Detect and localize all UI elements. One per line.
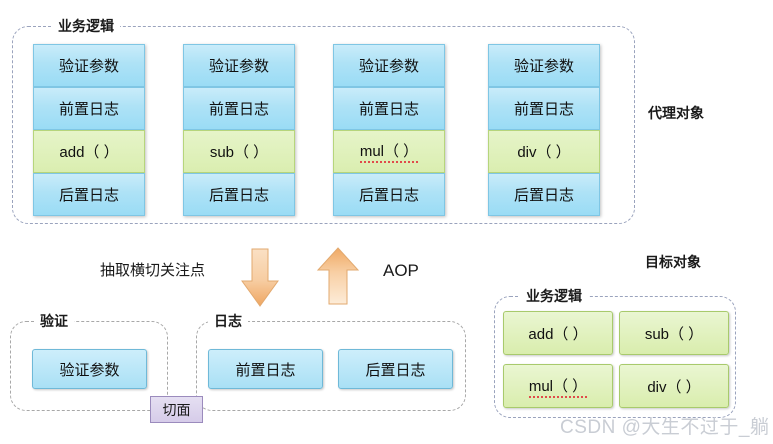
proxy-column-add: 验证参数 前置日志 add（ ） 后置日志 bbox=[33, 44, 145, 216]
cell-after-log: 后置日志 bbox=[488, 173, 600, 216]
proxy-object-title: 代理对象 bbox=[648, 105, 704, 121]
cell-after-log: 后置日志 bbox=[333, 173, 445, 216]
proxy-column-sub: 验证参数 前置日志 sub（ ） 后置日志 bbox=[183, 44, 295, 216]
aop-label: AOP bbox=[383, 261, 419, 280]
log-group-caption: 日志 bbox=[208, 313, 248, 329]
target-object-title: 目标对象 bbox=[645, 254, 701, 270]
cell-before-log: 前置日志 bbox=[333, 87, 445, 130]
arrow-down-icon bbox=[241, 248, 279, 307]
box-target-sub: sub（ ） bbox=[619, 311, 729, 355]
aspect-chip: 切面 bbox=[150, 396, 203, 423]
cell-method-sub: sub（ ） bbox=[183, 130, 295, 173]
target-object-group bbox=[494, 296, 736, 418]
extract-crosscutting-label: 抽取横切关注点 bbox=[100, 262, 206, 279]
box-target-mul-text: mul（ ） bbox=[528, 375, 588, 398]
cell-after-log: 后置日志 bbox=[183, 173, 295, 216]
box-target-div: div（ ） bbox=[619, 364, 729, 408]
cell-before-log: 前置日志 bbox=[33, 87, 145, 130]
csdn-watermark: CSDN @大生不过于_躺 bbox=[560, 417, 770, 438]
box-before-log: 前置日志 bbox=[208, 349, 323, 389]
validate-group bbox=[10, 321, 168, 411]
cell-method-add: add（ ） bbox=[33, 130, 145, 173]
cell-before-log: 前置日志 bbox=[183, 87, 295, 130]
arrow-up-icon bbox=[316, 247, 360, 305]
box-target-mul: mul（ ） bbox=[503, 364, 613, 408]
log-group bbox=[196, 321, 466, 411]
cell-before-log: 前置日志 bbox=[488, 87, 600, 130]
proxy-column-mul: 验证参数 前置日志 mul（ ） 后置日志 bbox=[333, 44, 445, 216]
cell-validate-params: 验证参数 bbox=[33, 44, 145, 87]
cell-validate-params: 验证参数 bbox=[333, 44, 445, 87]
proxy-group-caption: 业务逻辑 bbox=[52, 18, 120, 34]
box-target-add: add（ ） bbox=[503, 311, 613, 355]
cell-method-div: div（ ） bbox=[488, 130, 600, 173]
cell-validate-params: 验证参数 bbox=[183, 44, 295, 87]
box-after-log: 后置日志 bbox=[338, 349, 453, 389]
cell-method-mul: mul（ ） bbox=[333, 130, 445, 173]
validate-group-caption: 验证 bbox=[34, 313, 74, 329]
box-validate-params: 验证参数 bbox=[32, 349, 147, 389]
target-group-caption: 业务逻辑 bbox=[520, 288, 588, 304]
cell-after-log: 后置日志 bbox=[33, 173, 145, 216]
cell-method-mul-text: mul（ ） bbox=[359, 140, 419, 163]
proxy-column-div: 验证参数 前置日志 div（ ） 后置日志 bbox=[488, 44, 600, 216]
proxy-object-group bbox=[12, 26, 635, 224]
cell-validate-params: 验证参数 bbox=[488, 44, 600, 87]
